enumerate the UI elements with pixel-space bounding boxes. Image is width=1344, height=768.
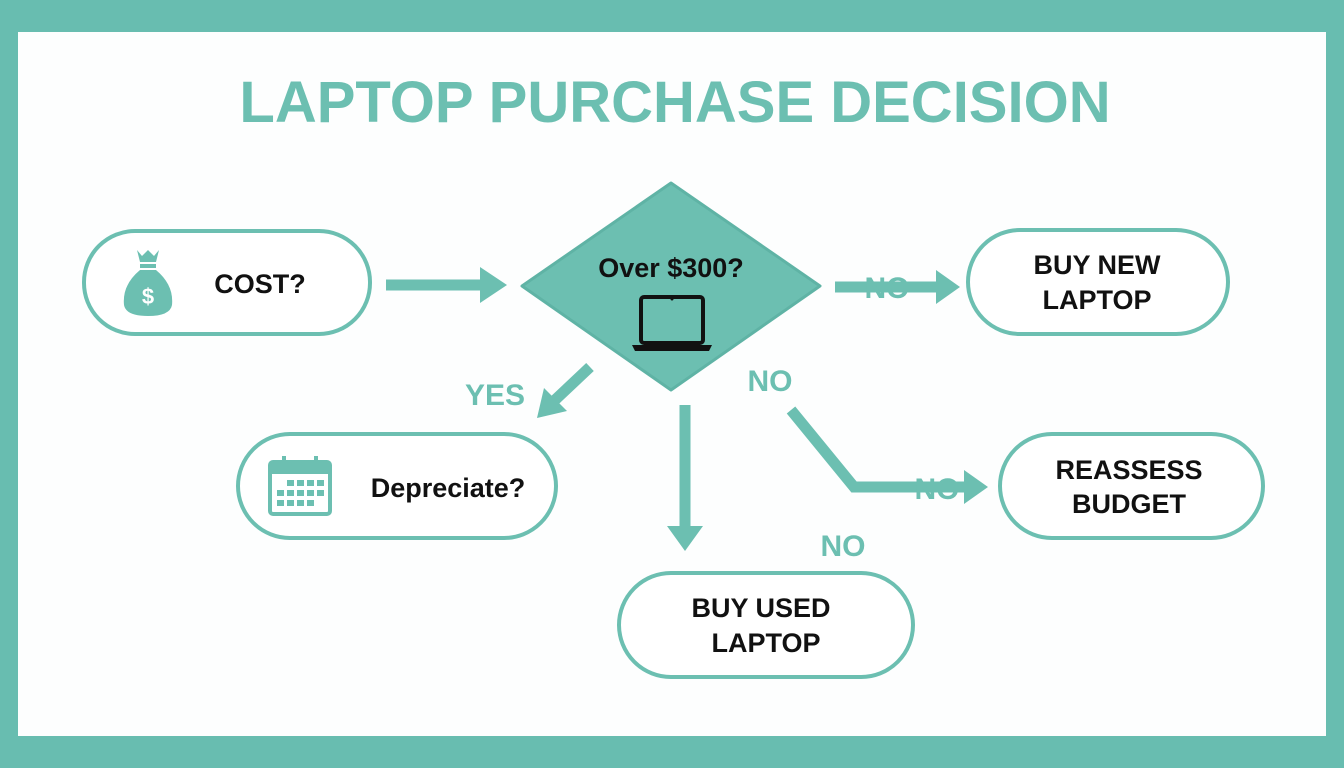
arrow-to-depreciate: YES [465, 362, 594, 418]
node-depreciate: Depreciate? [236, 432, 558, 540]
node-decision-label: Over $300? [598, 253, 744, 283]
node-cost-label: COST? [214, 269, 306, 299]
edge-label-no: NO [915, 473, 960, 506]
page-title: LAPTOP PURCHASE DECISION [239, 70, 1110, 135]
edge-label-no: NO [865, 272, 910, 305]
arrow-to-reassess: NO [786, 406, 988, 506]
node-buy-new-line1: BUY NEW [1033, 250, 1161, 280]
arrow-to-buy-used [667, 405, 703, 551]
node-reassess-line1: REASSESS [1055, 455, 1202, 485]
svg-text:$: $ [142, 284, 154, 309]
arrow-cost-to-decision [386, 267, 507, 303]
arrow-to-buy-new: NO [835, 270, 960, 305]
node-buy-new: BUY NEW LAPTOP [966, 228, 1230, 336]
edge-label-no: NO [748, 365, 793, 398]
money-bag-icon: $ [123, 250, 173, 316]
node-depreciate-label: Depreciate? [371, 473, 526, 503]
edge-label-no: NO [821, 530, 866, 563]
node-buy-used: BUY USED LAPTOP [617, 571, 915, 679]
node-reassess-line2: BUDGET [1072, 489, 1187, 519]
node-decision: Over $300? [520, 181, 822, 392]
calendar-icon [268, 456, 332, 516]
laptop-icon [632, 295, 712, 351]
node-buy-used-line1: BUY USED [691, 593, 830, 623]
edge-label-yes: YES [465, 379, 525, 412]
node-buy-used-line2: LAPTOP [711, 628, 820, 658]
node-cost: $ COST? [82, 229, 372, 336]
node-buy-new-line2: LAPTOP [1042, 285, 1151, 315]
node-reassess: REASSESS BUDGET [998, 432, 1265, 540]
